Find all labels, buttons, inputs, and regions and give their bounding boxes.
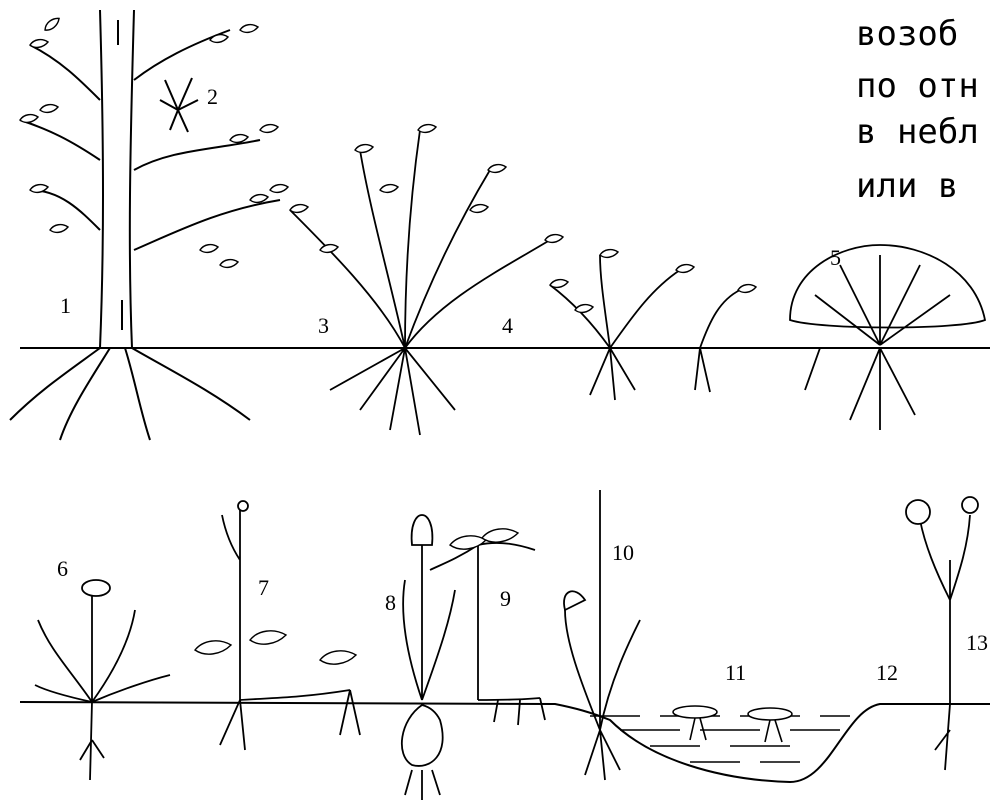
cushion-plant-illustration <box>790 245 985 430</box>
plant-number: 2 <box>207 84 218 109</box>
rosette-herb-illustration <box>35 580 170 780</box>
plant-number: 12 <box>876 660 898 685</box>
plant-number: 10 <box>612 540 634 565</box>
bulbous-plant-illustration <box>402 515 455 800</box>
tree-illustration <box>10 10 288 440</box>
ground-line-bottom <box>20 702 990 782</box>
plant-number: 9 <box>500 586 511 611</box>
floating-plant-illustration <box>673 706 792 742</box>
plant-number: 1 <box>60 293 71 318</box>
plant-number: 11 <box>725 660 746 685</box>
plant-number: 3 <box>318 313 329 338</box>
stoloniferous-herb-illustration <box>195 501 360 750</box>
shrub-illustration <box>290 125 563 435</box>
plant-number: 6 <box>57 556 68 581</box>
shrublet-illustration <box>550 250 756 400</box>
plant-number: 7 <box>258 575 269 600</box>
plant-number: 4 <box>502 313 513 338</box>
plant-number: 5 <box>830 245 841 270</box>
plant-number: 8 <box>385 590 396 615</box>
plant-number: 13 <box>966 630 988 655</box>
